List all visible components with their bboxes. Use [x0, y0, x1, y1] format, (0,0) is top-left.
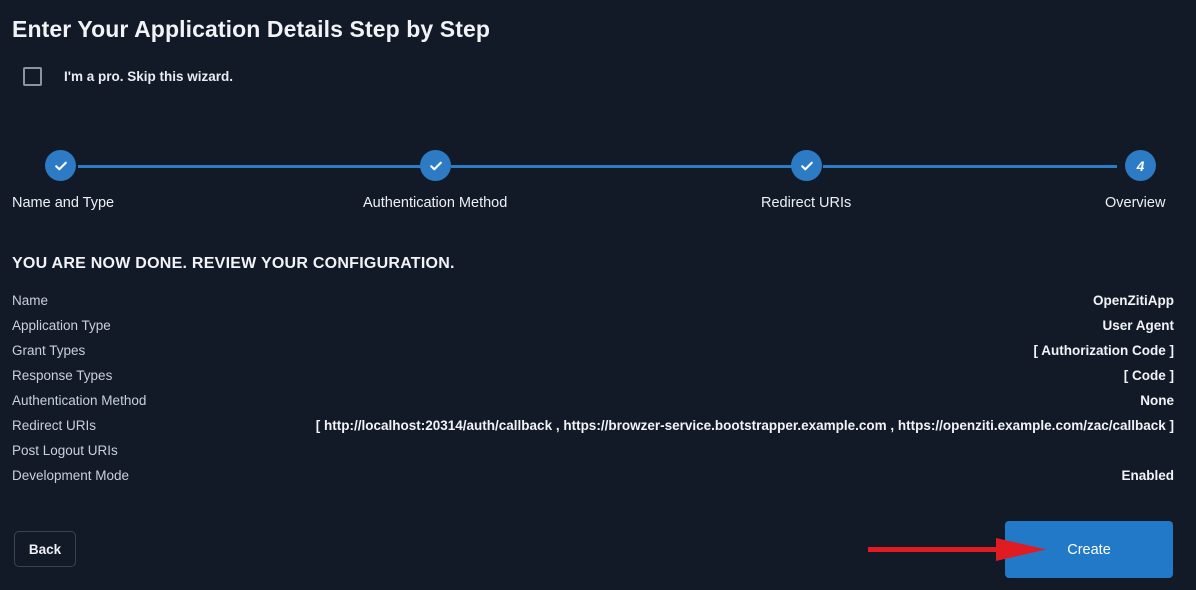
summary-row-application-type: Application Type User Agent: [12, 313, 1174, 338]
page-title: Enter Your Application Details Step by S…: [12, 16, 491, 42]
check-icon: [799, 158, 815, 174]
configuration-summary: Name OpenZitiApp Application Type User A…: [12, 288, 1174, 488]
stepper-label-redirect-uris: Redirect URIs: [761, 195, 852, 211]
stepper-track: 4 Name and Type Authentication Method Re…: [0, 150, 1196, 211]
stepper-circle-3[interactable]: [791, 150, 822, 181]
stepper-circle-2[interactable]: [420, 150, 451, 181]
summary-value: None: [1140, 393, 1174, 408]
summary-value: [ Code ]: [1123, 368, 1174, 383]
summary-key: Post Logout URIs: [12, 443, 118, 458]
stepper-circle-4[interactable]: 4: [1125, 150, 1156, 181]
summary-value: [ http://localhost:20314/auth/callback ,…: [315, 418, 1174, 433]
skip-wizard-row[interactable]: I'm a pro. Skip this wizard.: [23, 67, 233, 86]
summary-row-response-types: Response Types [ Code ]: [12, 363, 1174, 388]
create-button[interactable]: Create: [1005, 521, 1173, 578]
summary-key: Grant Types: [12, 343, 86, 358]
skip-wizard-label: I'm a pro. Skip this wizard.: [64, 69, 233, 84]
summary-key: Authentication Method: [12, 393, 147, 408]
summary-value: User Agent: [1102, 318, 1174, 333]
summary-key: Development Mode: [12, 468, 130, 483]
stepper-connector-2: [451, 165, 793, 168]
check-icon: [53, 158, 69, 174]
summary-key: Redirect URIs: [12, 418, 97, 433]
summary-value: Enabled: [1121, 468, 1174, 483]
summary-key: Name: [12, 293, 49, 308]
summary-key: Application Type: [12, 318, 111, 333]
stepper-label-name-and-type: Name and Type: [12, 195, 115, 211]
summary-row-development-mode: Development Mode Enabled: [12, 463, 1174, 488]
summary-row-post-logout-uris: Post Logout URIs: [12, 438, 1174, 463]
back-button[interactable]: Back: [14, 531, 76, 567]
summary-value: [ Authorization Code ]: [1033, 343, 1174, 358]
stepper-circle-1[interactable]: [45, 150, 76, 181]
summary-row-authentication-method: Authentication Method None: [12, 388, 1174, 413]
stepper-connector-1: [78, 165, 422, 168]
review-heading: YOU ARE NOW DONE. REVIEW YOUR CONFIGURAT…: [12, 255, 455, 272]
wizard-stepper: 4 Name and Type Authentication Method Re…: [0, 150, 1196, 220]
skip-wizard-checkbox[interactable]: [23, 67, 42, 86]
summary-key: Response Types: [12, 368, 113, 383]
summary-value: OpenZitiApp: [1093, 293, 1174, 308]
summary-row-grant-types: Grant Types [ Authorization Code ]: [12, 338, 1174, 363]
check-icon: [428, 158, 444, 174]
stepper-connector-3: [823, 165, 1117, 168]
stepper-step-number: 4: [1136, 157, 1145, 174]
stepper-label-overview: Overview: [1105, 195, 1166, 211]
stepper-label-authentication-method: Authentication Method: [363, 195, 508, 211]
summary-row-name: Name OpenZitiApp: [12, 288, 1174, 313]
summary-row-redirect-uris: Redirect URIs [ http://localhost:20314/a…: [12, 413, 1174, 438]
